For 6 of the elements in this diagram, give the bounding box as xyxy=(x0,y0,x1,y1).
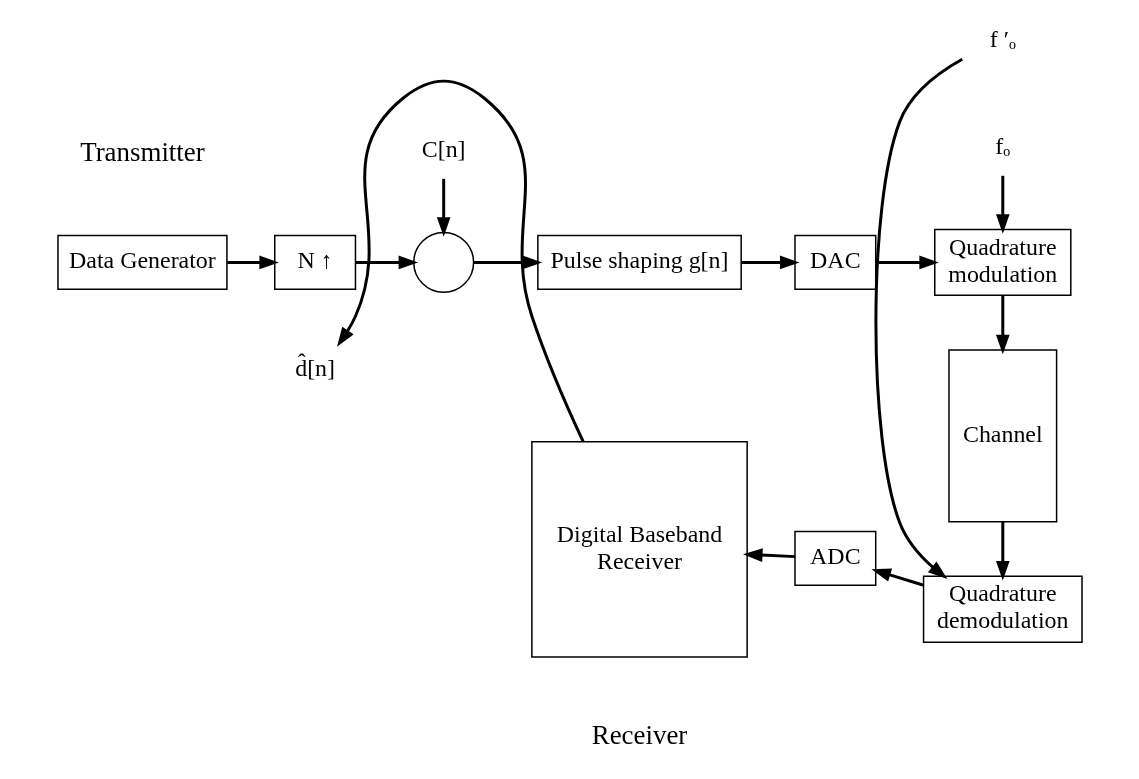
node-text: fₒ xyxy=(994,133,1010,160)
node-text: C[n] xyxy=(421,136,466,163)
label: Transmitter xyxy=(79,137,205,168)
label: Receiver xyxy=(591,720,687,751)
node-text: d̂[n] xyxy=(294,354,335,381)
node-text: f ′ₒ xyxy=(989,25,1016,52)
